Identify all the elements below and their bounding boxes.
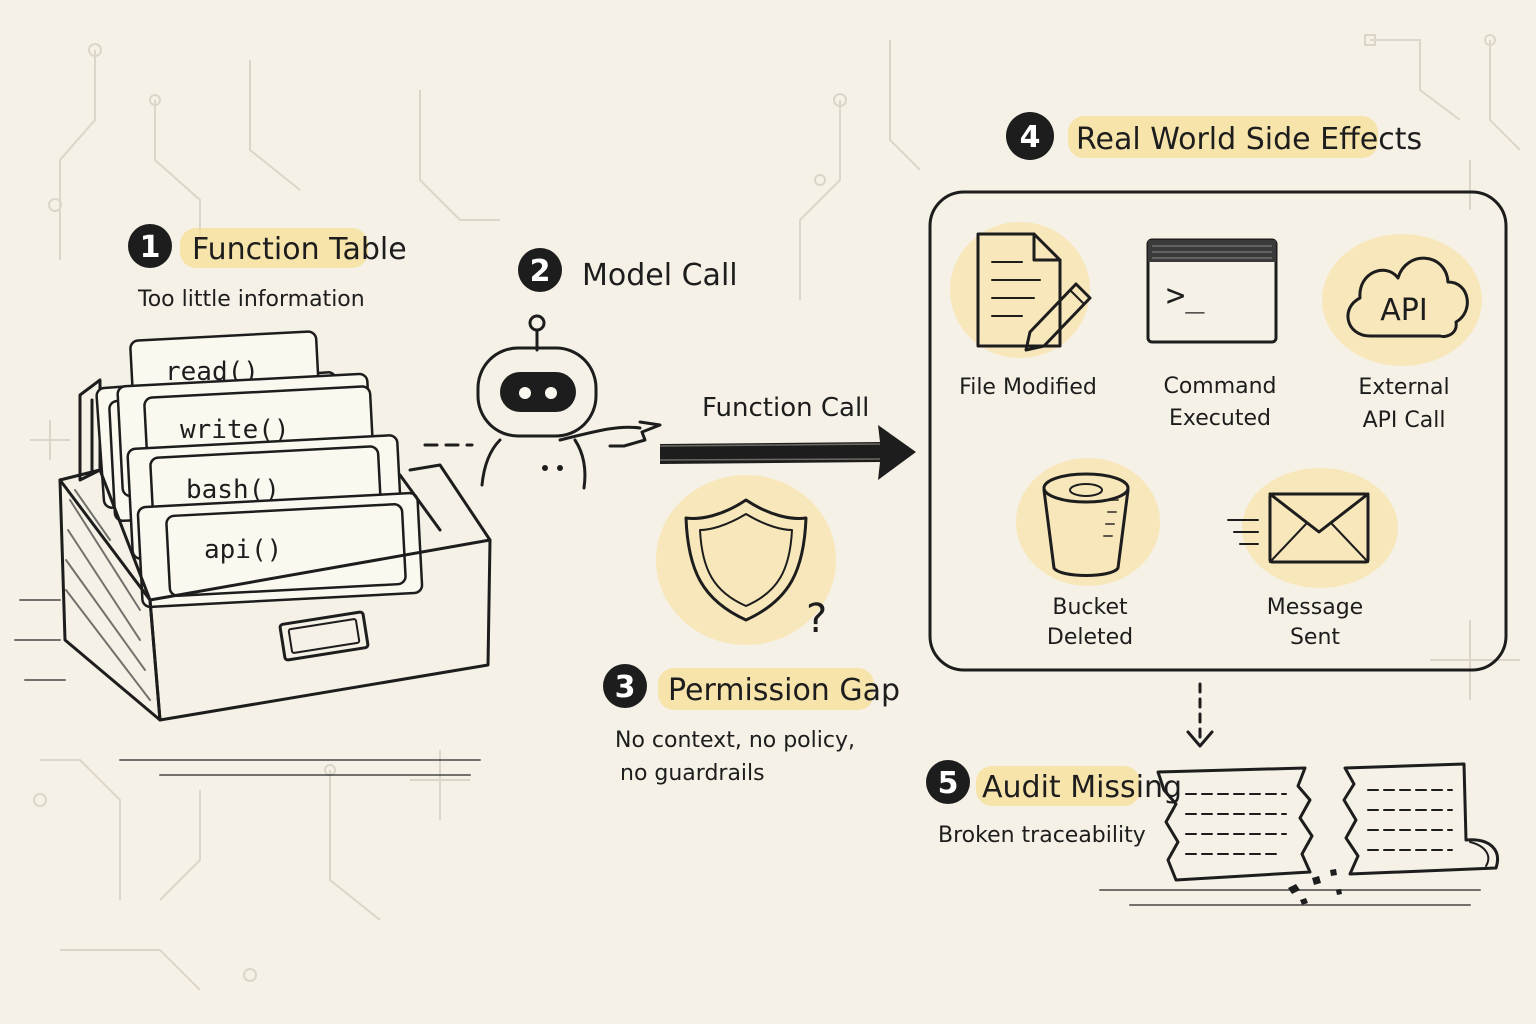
step-5-number: 5 bbox=[938, 766, 959, 801]
step-1-number: 1 bbox=[140, 230, 161, 265]
shield-icon bbox=[656, 475, 836, 645]
effect-command-label-line1: Command bbox=[1163, 374, 1276, 399]
step-5-title: Audit Missing bbox=[982, 770, 1182, 805]
file-drawer-illustration: read() write() bash() api() bbox=[14, 330, 492, 776]
effect-command-label-line2: Executed bbox=[1169, 406, 1271, 431]
effect-file-modified-label: File Modified bbox=[959, 375, 1097, 400]
function-label-api: api() bbox=[204, 535, 282, 565]
effect-bucket-label-line1: Bucket bbox=[1052, 595, 1128, 620]
step-audit-missing: 5 Audit Missing Broken traceability bbox=[926, 760, 1182, 848]
effect-command-executed: >_ Command Executed bbox=[1146, 238, 1278, 431]
terminal-prompt: >_ bbox=[1166, 276, 1205, 314]
step-permission-gap: 3 Permission Gap No context, no policy, … bbox=[603, 664, 900, 786]
step-4-title: Real World Side Effects bbox=[1076, 122, 1422, 157]
effect-bucket-label-line2: Deleted bbox=[1047, 625, 1133, 650]
step-side-effects: 4 Real World Side Effects bbox=[1006, 112, 1422, 160]
file-edit-icon bbox=[976, 232, 1092, 352]
effect-message-label-line1: Message bbox=[1267, 595, 1363, 620]
step-1-highlight bbox=[180, 228, 368, 268]
terminal-icon: >_ bbox=[1146, 238, 1278, 344]
bucket-icon bbox=[1042, 472, 1130, 577]
step-3-subtitle-line1: No context, no policy, bbox=[615, 728, 855, 753]
effect-bucket-deleted: Bucket Deleted bbox=[1016, 458, 1160, 650]
step-2-number: 2 bbox=[530, 254, 551, 289]
step-3-number: 3 bbox=[615, 670, 636, 705]
dashed-down-arrow bbox=[1186, 682, 1214, 748]
effect-message-sent: Message Sent bbox=[1227, 468, 1398, 650]
side-effects-panel bbox=[928, 190, 1508, 672]
torn-log-icon bbox=[1099, 762, 1499, 906]
step-model-call: 2 Model Call bbox=[518, 248, 738, 293]
effect-file-modified: File Modified bbox=[950, 222, 1097, 400]
step-4-badge bbox=[1006, 112, 1054, 160]
robot-icon bbox=[476, 314, 662, 490]
step-5-highlight bbox=[976, 766, 1140, 806]
step-4-highlight bbox=[1068, 116, 1378, 158]
step-2-badge bbox=[518, 248, 562, 292]
step-4-number: 4 bbox=[1020, 120, 1041, 155]
step-2-title: Model Call bbox=[582, 258, 738, 293]
envelope-icon bbox=[1227, 492, 1370, 564]
effect-api-label-line1: External bbox=[1358, 375, 1449, 400]
function-call-arrow: Function Call bbox=[659, 393, 916, 480]
function-card-api: api() bbox=[165, 503, 407, 597]
step-3-highlight bbox=[658, 668, 874, 710]
step-3-badge bbox=[603, 664, 647, 708]
effect-api-label-line2: API Call bbox=[1363, 408, 1446, 433]
step-1-badge bbox=[128, 224, 172, 268]
step-1-subtitle: Too little information bbox=[137, 287, 365, 312]
step-function-table: 1 Function Table Too little information bbox=[128, 224, 407, 312]
effect-message-label-line2: Sent bbox=[1290, 625, 1340, 650]
question-mark: ? bbox=[806, 596, 827, 642]
step-3-subtitle-line2: no guardrails bbox=[620, 761, 765, 786]
step-5-subtitle: Broken traceability bbox=[938, 823, 1146, 848]
function-call-label: Function Call bbox=[702, 393, 869, 423]
cloud-icon: API bbox=[1346, 256, 1469, 338]
step-1-title: Function Table bbox=[192, 232, 407, 267]
circuit-decoration bbox=[30, 34, 1521, 991]
function-label-write: write() bbox=[180, 415, 290, 445]
api-badge-text: API bbox=[1380, 293, 1427, 328]
effect-external-api: API External API Call bbox=[1322, 234, 1482, 433]
step-5-badge bbox=[926, 760, 970, 804]
step-3-title: Permission Gap bbox=[668, 673, 900, 708]
